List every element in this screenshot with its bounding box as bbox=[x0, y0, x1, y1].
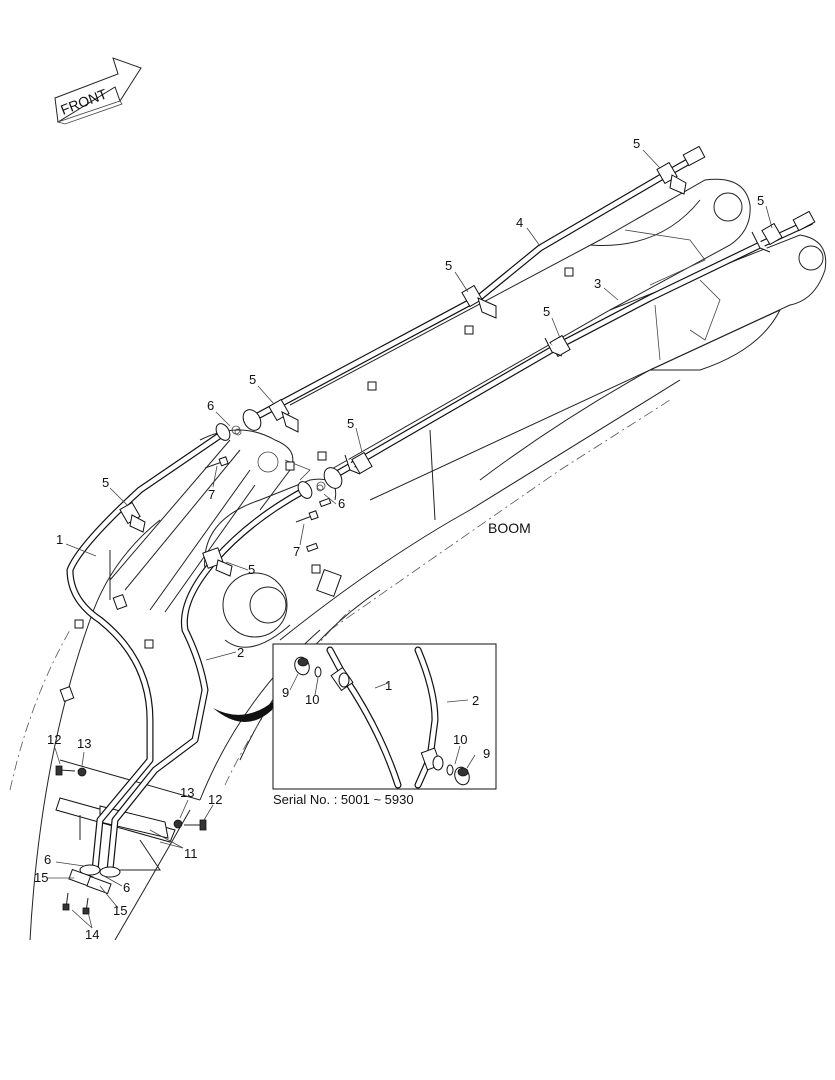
pipe-2 bbox=[106, 486, 309, 874]
callout-5-left: 5 bbox=[102, 475, 109, 490]
callout-5-mid-right: 5 bbox=[543, 304, 550, 319]
callout-13-right: 13 bbox=[180, 785, 194, 800]
callout-15-right: 15 bbox=[113, 903, 127, 918]
inset-callout-9a: 9 bbox=[282, 685, 289, 700]
pipe-1 bbox=[66, 428, 229, 874]
callout-5-mid: 5 bbox=[445, 258, 452, 273]
inset-callout-1: 1 bbox=[385, 678, 392, 693]
front-arrow-icon: FRONT bbox=[54, 57, 142, 125]
callout-12-right: 12 bbox=[208, 792, 222, 807]
inset-pointer-arrow bbox=[213, 700, 275, 723]
callout-11: 11 bbox=[184, 846, 198, 861]
boom-label: BOOM bbox=[488, 520, 531, 536]
callout-numbers: 5 5 4 5 3 5 5 5 6 7 6 7 5 1 5 2 12 13 13… bbox=[34, 136, 764, 942]
boom-structure bbox=[9, 178, 827, 941]
callout-5-pivot: 5 bbox=[248, 562, 255, 577]
callout-5-top-right: 5 bbox=[757, 193, 764, 208]
callout-leaders bbox=[48, 149, 773, 929]
callout-2: 2 bbox=[237, 645, 244, 660]
pipe-end-fittings bbox=[79, 145, 816, 878]
callout-4: 4 bbox=[516, 215, 523, 230]
callout-14: 14 bbox=[85, 927, 99, 942]
callout-13-left: 13 bbox=[77, 736, 91, 751]
callout-7-upper: 7 bbox=[208, 487, 215, 502]
inset-callout-2: 2 bbox=[472, 693, 479, 708]
callout-6-upper: 6 bbox=[207, 398, 214, 413]
pipe-4 bbox=[246, 151, 704, 424]
callout-6-lower-left: 6 bbox=[44, 852, 51, 867]
callout-12-left: 12 bbox=[47, 732, 61, 747]
callout-3: 3 bbox=[594, 276, 601, 291]
callout-7-mid: 7 bbox=[293, 544, 300, 559]
inset-callout-10b: 10 bbox=[453, 732, 467, 747]
callout-6-mid: 6 bbox=[338, 496, 345, 511]
callout-6-lower-right: 6 bbox=[123, 880, 130, 895]
inset-callout-10a: 10 bbox=[305, 692, 319, 707]
callout-15-left: 15 bbox=[34, 870, 48, 885]
pipe-clamps bbox=[119, 161, 783, 577]
callout-5-top: 5 bbox=[633, 136, 640, 151]
fasteners bbox=[55, 425, 326, 915]
callout-5-left-upper: 5 bbox=[249, 372, 256, 387]
callout-5-center: 5 bbox=[347, 416, 354, 431]
inset-callout-9b: 9 bbox=[483, 746, 490, 761]
serial-number-note: Serial No. : 5001 ~ 5930 bbox=[273, 792, 414, 807]
callout-1: 1 bbox=[56, 532, 63, 547]
inset-detail: 9 10 1 2 10 9 bbox=[272, 643, 497, 790]
